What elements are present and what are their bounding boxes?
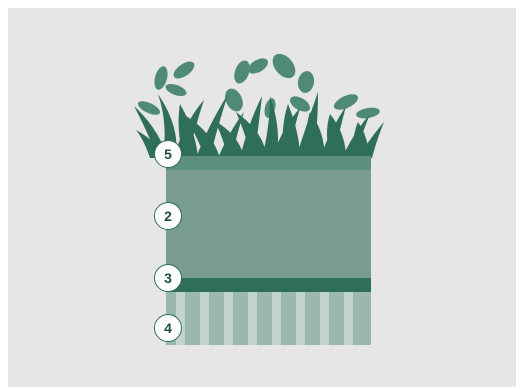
drainage-stripe xyxy=(344,292,353,345)
label-badge-growing-medium: 2 xyxy=(154,202,182,230)
leaf-shape xyxy=(332,91,361,113)
leaf-shape xyxy=(287,93,312,114)
leaf-shape xyxy=(296,70,316,94)
drainage-layer xyxy=(166,292,371,345)
label-badge-filter: 3 xyxy=(154,264,182,292)
diagram-canvas: 5 2 3 4 xyxy=(8,8,516,387)
label-badge-vegetation: 5 xyxy=(154,140,182,168)
vegetation-base-band xyxy=(166,156,371,170)
drainage-stripe xyxy=(224,292,233,345)
drainage-stripe xyxy=(296,292,305,345)
leaf-shape xyxy=(164,82,188,99)
green-roof-diagram xyxy=(8,8,516,387)
drainage-stripe xyxy=(200,292,209,345)
drainage-stripe xyxy=(272,292,281,345)
roof-layers xyxy=(166,156,371,345)
grass-blade xyxy=(327,114,346,158)
label-badge-drainage: 4 xyxy=(154,314,182,342)
drainage-stripe xyxy=(320,292,329,345)
leaf-shape xyxy=(268,49,300,82)
drainage-stripe xyxy=(248,292,257,345)
filter-layer xyxy=(166,278,371,292)
growing-medium-layer xyxy=(166,170,371,278)
leaf-shape xyxy=(171,58,198,82)
